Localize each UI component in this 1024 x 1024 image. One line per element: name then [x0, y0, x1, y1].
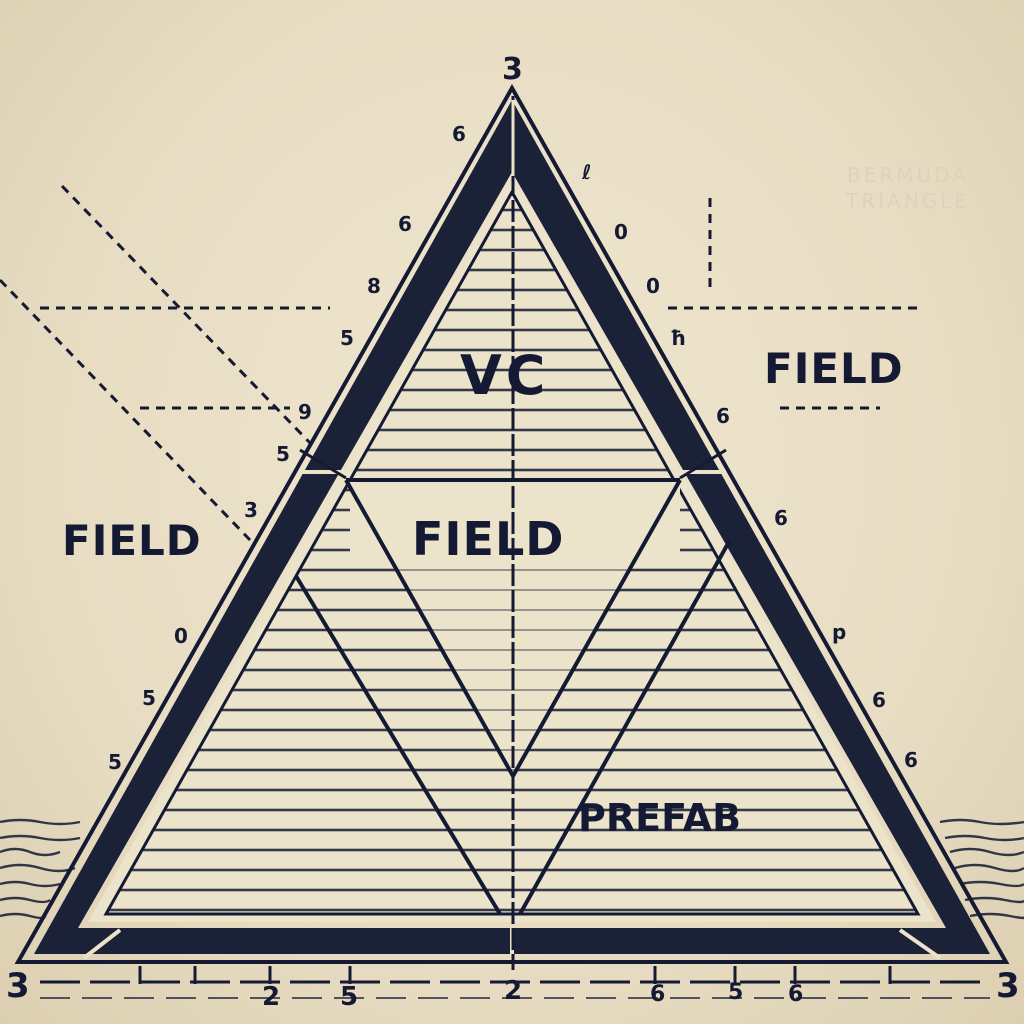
- right-mark: p: [832, 620, 847, 644]
- left-mark: 5: [340, 326, 354, 350]
- faint-title: BERMUDA TRIANGLE: [808, 162, 1008, 214]
- region-label-vc: VC: [460, 344, 550, 407]
- region-label-left-field: FIELD: [62, 516, 202, 565]
- right-mark: ħ: [670, 326, 686, 350]
- right-mark: ℓ: [582, 160, 592, 184]
- left-mark: 5: [142, 686, 156, 710]
- bottom-axis-label: 2: [262, 982, 281, 1012]
- left-mark: 6: [398, 212, 412, 236]
- bottom-axis-label: 6: [650, 982, 666, 1007]
- right-mark: 6: [716, 404, 730, 428]
- title-line-1: BERMUDA: [847, 163, 969, 187]
- left-mark: 5: [108, 750, 122, 774]
- bottom-corner-left: 3: [6, 966, 30, 1006]
- left-mark: 3: [244, 498, 258, 522]
- region-label-prefab: PREFAB: [578, 796, 742, 840]
- bottom-axis-label: 6: [788, 982, 804, 1007]
- left-mark: 9: [298, 400, 312, 424]
- right-mark: 6: [904, 748, 918, 772]
- right-mark: 6: [872, 688, 886, 712]
- left-mark: 5: [276, 442, 290, 466]
- apex-label: 3: [502, 52, 523, 87]
- bottom-axis-label: 5: [340, 982, 359, 1012]
- bottom-ruler: [40, 966, 990, 999]
- bottom-corner-right: 3: [996, 966, 1020, 1006]
- left-mark: 0: [174, 624, 188, 648]
- wave-lines: [0, 818, 1024, 920]
- title-line-2: TRIANGLE: [846, 189, 970, 213]
- left-mark: 8: [367, 274, 381, 298]
- region-label-right-field: FIELD: [764, 344, 904, 393]
- bottom-axis-label: 2: [504, 976, 523, 1006]
- right-mark: 0: [614, 220, 628, 244]
- left-mark: 6: [452, 122, 466, 146]
- region-label-center-field: FIELD: [412, 512, 565, 566]
- bottom-axis-label: 5: [728, 980, 744, 1005]
- right-mark: 6: [774, 506, 788, 530]
- right-mark: 0: [646, 274, 660, 298]
